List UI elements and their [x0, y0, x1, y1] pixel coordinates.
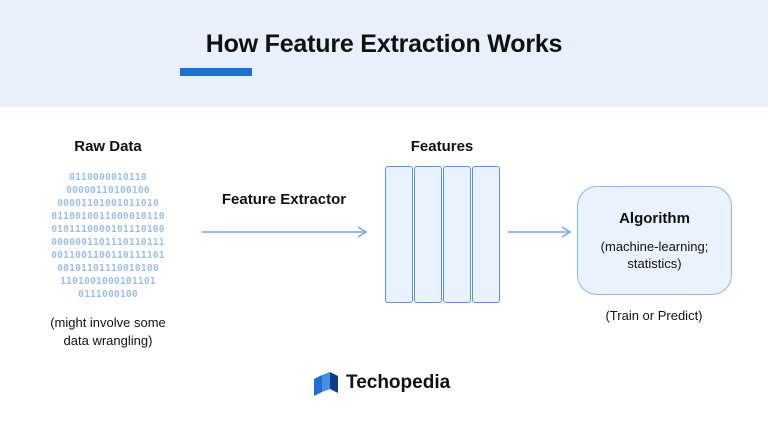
binary-line: 00000110100100: [66, 185, 150, 196]
binary-line: 0110000010110: [69, 172, 147, 183]
binary-line: 0110010011000010110: [51, 211, 165, 222]
title-underline: [180, 68, 252, 76]
techopedia-logo: Techopedia: [312, 369, 472, 399]
binary-line: 1101001000101101: [60, 276, 156, 287]
binary-line: 0101110000101110100: [51, 224, 165, 235]
feature-column: [472, 166, 500, 303]
feature-column: [385, 166, 413, 303]
header-banner: How Feature Extraction Works: [0, 0, 768, 107]
techopedia-logo-icon: [314, 372, 338, 396]
extractor-arrow-icon: [202, 226, 368, 238]
page-title: How Feature Extraction Works: [205, 30, 563, 58]
algorithm-subtitle-line1: (machine-learning;: [600, 239, 709, 254]
raw-data-caption-line1: (might involve some: [50, 315, 166, 330]
features-arrow-icon: [508, 226, 572, 238]
algorithm-subtitle-line2: statistics): [627, 256, 682, 271]
binary-line: 0111000100: [78, 289, 138, 300]
raw-data-label: Raw Data: [74, 138, 142, 155]
binary-line: 00101101110010100: [57, 263, 159, 274]
algorithm-box: Algorithm (machine-learning; statistics): [577, 186, 732, 295]
raw-data-caption-line2: data wrangling): [63, 333, 153, 348]
features-label: Features: [410, 138, 474, 155]
binary-line: 0000001101110110111: [51, 237, 165, 248]
algorithm-caption: (Train or Predict): [605, 308, 703, 323]
binary-line: 00001101001011010: [57, 198, 159, 209]
binary-data-graphic: 0110000010110 00000110100100 00001101001…: [38, 166, 178, 306]
feature-column: [414, 166, 442, 303]
algorithm-title: Algorithm: [619, 210, 690, 227]
feature-extractor-label: Feature Extractor: [221, 191, 347, 208]
binary-line: 0011001100110111101: [51, 250, 165, 261]
logo-text: Techopedia: [346, 372, 451, 393]
feature-column: [443, 166, 471, 303]
